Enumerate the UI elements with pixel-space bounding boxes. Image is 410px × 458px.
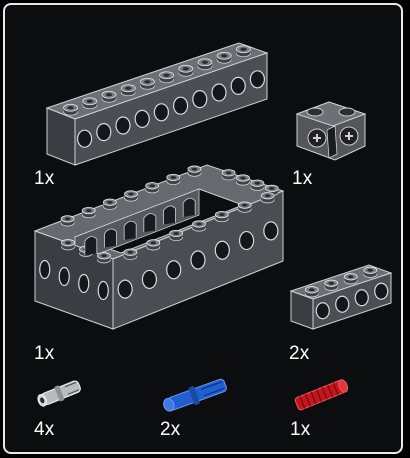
frame-5x7-quantity: 1x	[34, 343, 54, 365]
beam-1x10-part	[33, 33, 283, 163]
beam-1x4-part	[287, 263, 397, 343]
pin-red-part	[287, 373, 357, 417]
pin-red-quantity: 1x	[290, 419, 310, 441]
axle-pin-blue-quantity: 2x	[160, 419, 180, 441]
frame-5x7-part	[31, 157, 291, 347]
beam-1x4-quantity: 2x	[289, 343, 309, 365]
parts-list-panel: 1x 1x 1x	[3, 3, 403, 454]
axle-pin-connector-part	[291, 96, 371, 166]
pin-light-gray-quantity: 4x	[34, 419, 54, 441]
pin-light-gray-part	[33, 373, 93, 413]
axle-pin-blue-part	[155, 369, 245, 419]
axle-pin-connector-quantity: 1x	[292, 168, 312, 190]
